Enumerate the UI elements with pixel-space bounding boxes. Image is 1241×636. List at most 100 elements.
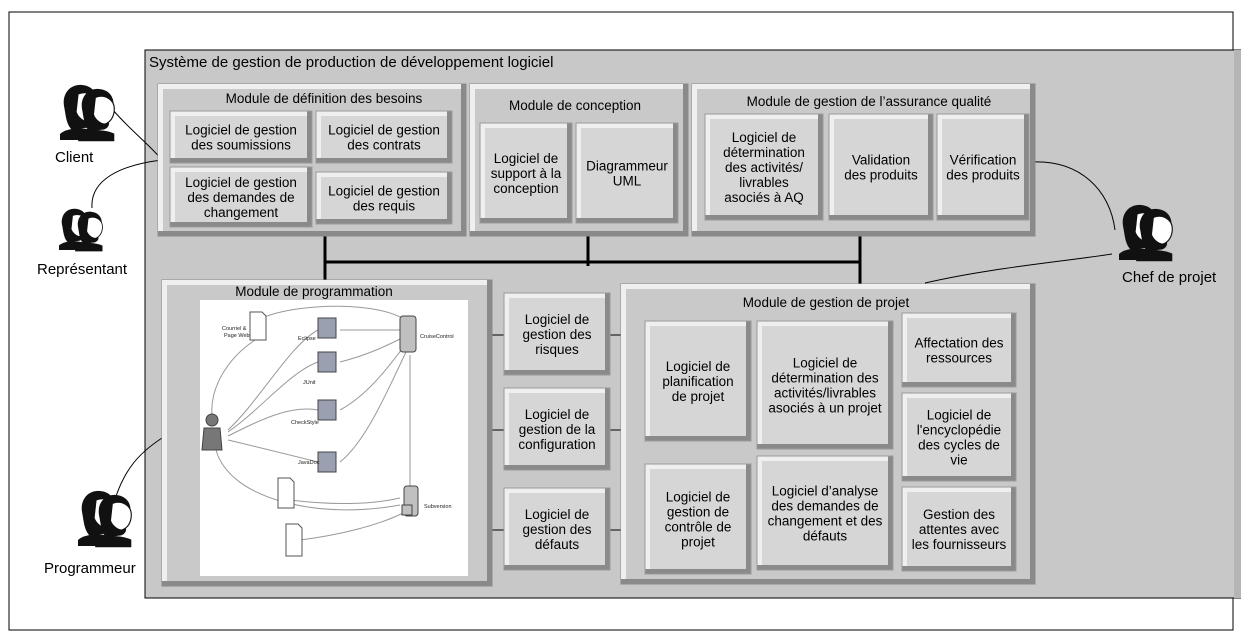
box-support-conception-line: Logiciel de	[494, 151, 559, 166]
module-projet-title: Module de gestion de projet	[743, 295, 910, 310]
module-programmation: Module de programmation	[161, 279, 493, 587]
box-gestion-defauts-line: Logiciel de	[525, 507, 590, 522]
actor-representant-label: Représentant	[37, 261, 128, 278]
javadoc-label: JavaDoc	[298, 460, 320, 466]
box-gestion-requis-line: des requis	[353, 199, 416, 214]
module-besoins-title: Module de définition des besoins	[226, 91, 423, 106]
box-encyclopedie-cycles-vie-line: l'encyclopédie	[917, 423, 1001, 438]
box-support-conception-line: support à la	[491, 166, 562, 181]
cruisecontrol-label: CruiseControl	[420, 334, 454, 340]
box-gestion-soumissions-line: des soumissions	[191, 138, 291, 153]
box-determination-activites-aq-line: Logiciel de	[732, 130, 797, 145]
box-gestion-risques-line: gestion des	[522, 327, 591, 342]
page-web-label: Page Web	[224, 333, 250, 339]
document-icon	[249, 311, 303, 557]
actor-chef-projet: Chef de projet	[1118, 204, 1217, 286]
box-attentes-fournisseurs-line: les fournisseurs	[912, 537, 1007, 552]
eclipse-label: Eclipse	[298, 336, 316, 342]
developer-icon	[201, 413, 223, 451]
box-controle-projet-line: Logiciel de	[666, 490, 731, 505]
box-diagrammeur-uml-line: UML	[613, 174, 642, 189]
tool-icon	[317, 317, 337, 473]
box-gestion-risques-line: Logiciel de	[525, 312, 590, 327]
box-validation-produits-line: des produits	[844, 168, 918, 183]
junit-label: JUnit	[303, 380, 316, 386]
box-gestion-risques-line: risques	[535, 342, 579, 357]
box-determination-activites-aq-line: des activités/	[725, 160, 803, 175]
actor-programmeur-label: Programmeur	[44, 560, 136, 577]
box-analyse-demandes-defauts-line: des demandes de	[771, 499, 878, 514]
box-attentes-fournisseurs-line: Gestion des	[923, 507, 995, 522]
module-programmation-title: Module de programmation	[235, 284, 393, 299]
box-analyse-demandes-defauts-line: défauts	[803, 529, 848, 544]
box-gestion-soumissions-line: Logiciel de gestion	[185, 123, 297, 138]
box-determination-activites-aq-line: livrables	[739, 175, 789, 190]
box-determination-activites-projet-line: Logiciel de	[793, 356, 858, 371]
module-conception-title: Module de conception	[509, 98, 641, 113]
actor-client-label: Client	[55, 149, 94, 166]
module-qualite-title: Module de gestion de l’assurance qualité	[747, 94, 992, 109]
system-title: Système de gestion de production de déve…	[149, 54, 553, 71]
box-determination-activites-projet-line: activités/livrables	[774, 386, 876, 401]
box-gestion-demandes-changement-line: changement	[204, 205, 279, 220]
box-controle-projet-line: projet	[681, 535, 715, 550]
box-gestion-requis-line: Logiciel de gestion	[328, 184, 440, 199]
box-attentes-fournisseurs-line: attentes avec	[919, 522, 1000, 537]
box-planification-projet-line: Logiciel de	[666, 359, 731, 374]
box-support-conception-line: conception	[493, 181, 558, 196]
box-verification-produits-line: Vérification	[950, 153, 1017, 168]
actor-representant: Représentant	[37, 208, 128, 278]
box-affectation-ressources-line: Affectation des	[914, 336, 1003, 351]
toolchain-image: Courriel & Page Web Eclipse JUnit CheckS…	[200, 300, 468, 576]
box-gestion-demandes-changement-line: Logiciel de gestion	[185, 175, 297, 190]
box-determination-activites-projet-line: détermination des	[771, 371, 879, 386]
box-controle-projet-line: gestion de	[667, 505, 729, 520]
actor-client: Client	[55, 84, 115, 166]
box-gestion-defauts-line: gestion des	[522, 522, 591, 537]
box-gestion-contrats-line: Logiciel de gestion	[328, 123, 440, 138]
box-diagrammeur-uml-line: Diagrammeur	[586, 159, 668, 174]
checkstyle-label: CheckStyle	[291, 420, 319, 426]
subversion-label: Subversion	[424, 504, 452, 510]
box-determination-activites-projet-line: asociés à un projet	[768, 401, 882, 416]
box-encyclopedie-cycles-vie-line: des cycles de	[918, 438, 1000, 453]
box-planification-projet-line: planification	[662, 374, 733, 389]
actor-chef-projet-label: Chef de projet	[1122, 269, 1217, 286]
courriel-label: Courriel &	[222, 326, 247, 332]
box-encyclopedie-cycles-vie-line: Logiciel de	[927, 408, 992, 423]
box-verification-produits-line: des produits	[946, 168, 1020, 183]
box-affectation-ressources-line: ressources	[926, 351, 992, 366]
actor-programmeur: Programmeur	[44, 490, 136, 577]
box-gestion-configuration-line: configuration	[518, 437, 595, 452]
box-gestion-contrats-line: des contrats	[347, 138, 421, 153]
box-controle-projet-line: contrôle de	[665, 520, 732, 535]
box-planification-projet-line: de projet	[672, 389, 725, 404]
box-determination-activites-aq-line: détermination	[723, 145, 805, 160]
box-gestion-demandes-changement-line: des demandes de	[187, 190, 294, 205]
box-analyse-demandes-defauts-line: Logiciel d’analyse	[772, 484, 879, 499]
box-analyse-demandes-defauts-line: changement et des	[768, 514, 883, 529]
box-gestion-defauts-line: défauts	[535, 537, 580, 552]
box-validation-produits-line: Validation	[852, 153, 910, 168]
box-gestion-configuration-line: gestion de la	[519, 422, 596, 437]
box-encyclopedie-cycles-vie-line: vie	[950, 453, 967, 468]
